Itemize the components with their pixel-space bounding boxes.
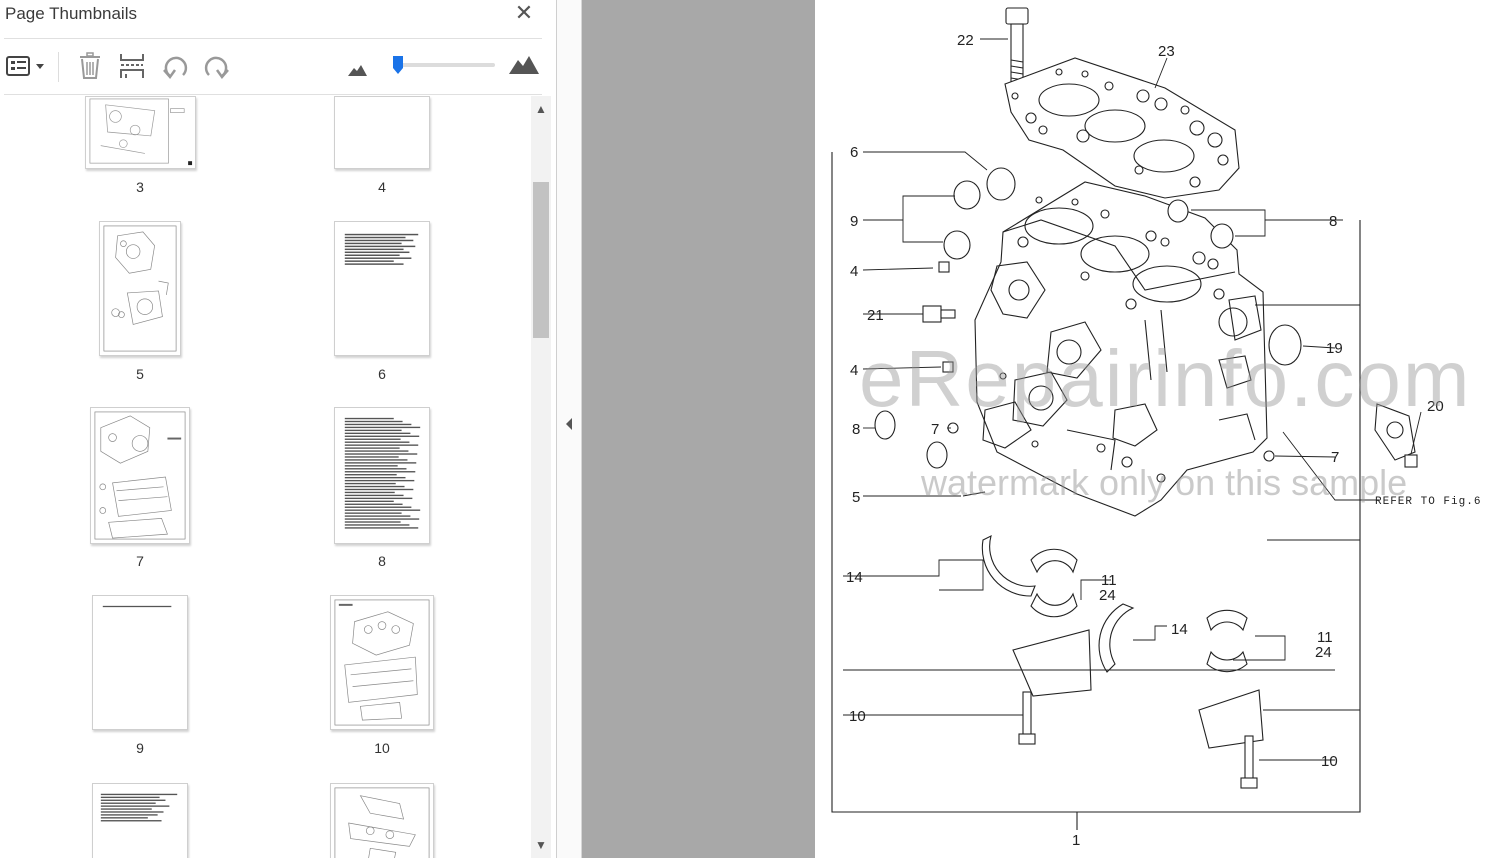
callout-label: 4 bbox=[850, 362, 858, 379]
refer-note: REFER TO Fig.6 bbox=[1375, 496, 1481, 508]
panel-splitter[interactable] bbox=[557, 0, 582, 858]
page-number: 5 bbox=[136, 366, 144, 382]
scroll-up-button[interactable]: ▲ bbox=[535, 102, 547, 116]
callout-label: 21 bbox=[867, 307, 884, 324]
toolbar-separator bbox=[58, 52, 59, 82]
page-thumbnail[interactable] bbox=[92, 595, 188, 730]
page-thumbnail[interactable] bbox=[92, 783, 188, 858]
thumbnail-options-button[interactable] bbox=[5, 50, 47, 82]
scroll-down-button[interactable]: ▼ bbox=[535, 838, 547, 852]
thumbnail-drawing bbox=[94, 411, 186, 540]
thumbnail-drawing bbox=[344, 417, 421, 529]
page-number: 10 bbox=[374, 740, 390, 756]
trash-icon bbox=[80, 52, 100, 79]
delete-pages-button[interactable] bbox=[77, 50, 105, 82]
watermark-main: eRepairinfo.com bbox=[859, 334, 1472, 423]
callout-label: 1 bbox=[1072, 832, 1080, 849]
page-thumbnails-panel: Page Thumbnails ✕ bbox=[0, 0, 557, 858]
callout-label: 23 bbox=[1158, 43, 1175, 60]
thumbnail-drawing bbox=[102, 605, 172, 608]
callout-label: 24 bbox=[1315, 644, 1332, 661]
page-thumbnail[interactable] bbox=[334, 96, 430, 169]
callout-label: 7 bbox=[931, 421, 939, 438]
callout-label: 19 bbox=[1326, 340, 1343, 357]
rotate-counterclockwise-icon bbox=[163, 56, 188, 80]
thumbnail-toolbar bbox=[0, 40, 545, 94]
exploded-parts-diagram: 22 23 6 9 8 4 21 19 4 20 8 7 7 5 14 11 2… bbox=[831, 7, 1481, 849]
callout-label: 10 bbox=[849, 708, 866, 725]
callout-label: 20 bbox=[1427, 398, 1444, 415]
thumbnail-drawing bbox=[89, 98, 193, 166]
page-thumbnail[interactable] bbox=[334, 221, 430, 356]
zoom-in-button[interactable] bbox=[508, 50, 540, 82]
callout-label: 24 bbox=[1099, 587, 1116, 604]
thumbnail-drawing bbox=[334, 599, 430, 726]
callout-label: 8 bbox=[852, 421, 860, 438]
zoom-slider-thumb[interactable] bbox=[392, 55, 404, 75]
callout-label: 6 bbox=[850, 144, 858, 161]
callout-label: 14 bbox=[846, 569, 863, 586]
toolbar-divider bbox=[4, 94, 542, 95]
page-number: 9 bbox=[136, 740, 144, 756]
page-number: 4 bbox=[378, 179, 386, 195]
callout-label: 11 bbox=[1317, 629, 1333, 646]
page-number: 3 bbox=[136, 179, 144, 195]
page-number: 7 bbox=[136, 553, 144, 569]
zoom-slider-track[interactable] bbox=[393, 63, 495, 67]
panel-title: Page Thumbnails bbox=[5, 4, 137, 23]
callout-label: 4 bbox=[850, 263, 858, 280]
watermark-sub: watermark only on this sample bbox=[921, 462, 1408, 503]
rotate-clockwise-icon bbox=[204, 56, 229, 80]
callout-label: 8 bbox=[1329, 213, 1337, 230]
page-thumbnail[interactable] bbox=[330, 783, 434, 858]
zoom-out-button[interactable] bbox=[346, 50, 370, 82]
callout-label: 5 bbox=[852, 489, 860, 506]
page-number: 8 bbox=[378, 553, 386, 569]
callout-label: 7 bbox=[1331, 449, 1339, 466]
rotate-clockwise-button[interactable] bbox=[202, 50, 232, 82]
thumbnail-options-icon bbox=[6, 56, 44, 76]
callout-label: 22 bbox=[957, 32, 974, 49]
page-thumbnail[interactable] bbox=[90, 407, 190, 544]
title-divider bbox=[4, 38, 542, 39]
page-number: 6 bbox=[378, 366, 386, 382]
collapse-panel-icon[interactable] bbox=[564, 416, 574, 432]
page-thumbnail[interactable] bbox=[334, 407, 430, 544]
insert-pages-button[interactable] bbox=[118, 50, 148, 82]
thumbnail-drawing bbox=[100, 793, 178, 822]
thumbnail-drawing bbox=[103, 225, 177, 352]
callout-label: 11 bbox=[1101, 572, 1117, 589]
thumbnail-drawing bbox=[334, 787, 430, 858]
close-panel-button[interactable]: ✕ bbox=[514, 0, 534, 25]
thumbnail-list: 3 4 5 bbox=[0, 96, 531, 858]
thumbnail-drawing bbox=[344, 233, 419, 265]
document-page: 22 23 6 9 8 4 21 19 4 20 8 7 7 5 14 11 2… bbox=[815, 0, 1505, 858]
rotate-counterclockwise-button[interactable] bbox=[161, 50, 191, 82]
document-background bbox=[582, 0, 815, 858]
insert-pages-icon bbox=[120, 54, 144, 78]
callout-label: 10 bbox=[1321, 753, 1338, 770]
page-thumbnail[interactable] bbox=[85, 96, 196, 169]
callout-label: 9 bbox=[850, 213, 858, 230]
page-thumbnail[interactable] bbox=[330, 595, 434, 730]
page-thumbnail[interactable] bbox=[99, 221, 181, 356]
callout-label: 14 bbox=[1171, 621, 1188, 638]
large-mountain-icon bbox=[509, 56, 539, 74]
scrollbar-thumb[interactable] bbox=[533, 182, 549, 338]
small-mountain-icon bbox=[348, 65, 367, 76]
thumbnail-scrollbar[interactable]: ▲ ▼ bbox=[531, 96, 551, 858]
